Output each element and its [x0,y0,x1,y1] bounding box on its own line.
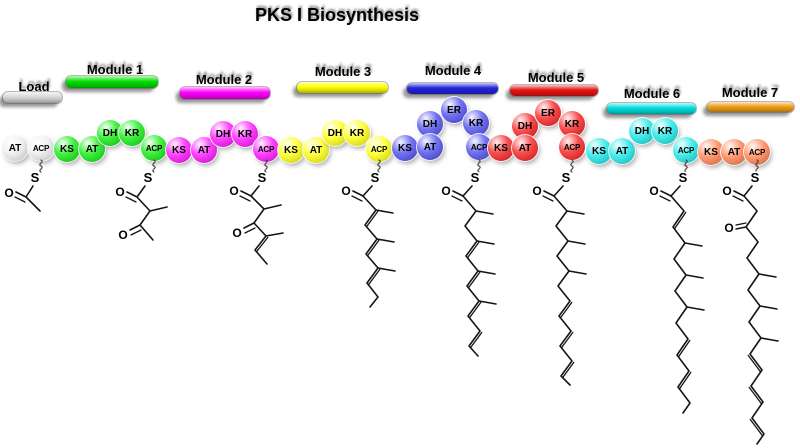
sulfur-label: S [258,170,267,185]
domain-kr-m6: KR [652,118,678,144]
domain-er-m4: ER [441,97,467,123]
oxygen-label: O [118,228,127,242]
module-label-3: Module 3 [314,64,372,79]
domain-dh-m1: DH [97,120,123,146]
chain-module-5: S O [531,168,587,386]
diagram-title: PKS I Biosynthesis [254,5,420,25]
chain-module-7: S O O [721,168,779,445]
module-bar-3 [297,82,388,93]
sulfur-label: S [371,170,380,185]
module-bar-load [3,92,62,103]
module-bar-4 [407,83,498,94]
domain-kr-m1: KR [119,120,145,146]
oxygen-label: O [4,186,13,200]
domain-ks-m3: KS [278,137,304,163]
domain-kr-m4: KR [463,110,489,136]
oxygen-label: O [229,184,238,198]
module-bar-1 [66,76,158,88]
domain-ks-m5: KS [488,135,514,161]
oxygen-label: O [441,184,450,198]
domain-at-m5: AT [512,135,538,161]
domain-at-m1: AT [79,136,105,162]
domain-dh-m6: DH [629,118,655,144]
domain-acp-m4: ACP [466,134,492,160]
domain-at-m6: AT [609,138,635,164]
domain-er-m5: ER [535,100,561,126]
oxygen-label: O [724,221,733,235]
module-bar-2 [180,87,270,99]
domain-ks-m7: KS [698,139,724,165]
domain-ks-m1: KS [54,136,80,162]
module-label-7: Module 7 [721,85,779,100]
sulfur-label: S [471,170,480,185]
chain-module-2: S O O [228,168,284,265]
module-label-4: Module 4 [424,63,482,78]
domain-at-load: AT [2,135,28,161]
oxygen-label: O [232,226,241,240]
oxygen-label: O [115,185,124,199]
module-label-1: Module 1 [86,62,144,77]
sulfur-label: S [751,170,760,185]
chain-load: S O [3,168,41,212]
domain-dh-m5: DH [512,113,538,139]
chain-module-3: S O [340,168,396,308]
module-bar-7 [707,102,794,112]
sulfur-label: S [144,170,153,185]
domain-at-m7: AT [721,139,747,165]
domain-acp-m5: ACP [559,134,585,160]
domain-kr-m5: KR [559,111,585,137]
oxygen-label: O [649,184,658,198]
domain-ks-m6: KS [586,138,612,164]
oxygen-label: O [341,184,350,198]
phosphopantetheine-arms [39,159,759,173]
domain-dh-m2: DH [210,121,236,147]
domain-acp-m2: ACP [253,136,279,162]
module-label-6: Module 6 [623,86,681,101]
module-bar-5 [510,85,598,96]
oxygen-label: O [722,184,731,198]
chain-module-1: S O O [114,168,168,244]
domain-ks-m2: KS [166,137,192,163]
domain-acp-m6: ACP [673,137,699,163]
sulfur-label: S [31,170,40,185]
domain-dh-m4: DH [417,111,443,137]
domain-at-m4: AT [417,134,443,160]
domain-acp-m7: ACP [744,139,770,165]
chain-module-4: S O [440,168,497,357]
sulfur-label: S [679,170,688,185]
module-label-2: Module 2 [195,72,253,87]
chain-module-6: S O [648,168,705,414]
domain-acp-m1: ACP [141,135,167,161]
oxygen-label: O [532,184,541,198]
sulfur-label: S [562,170,571,185]
domain-acp-m3: ACP [366,136,392,162]
module-label-5: Module 5 [527,70,585,85]
domain-dh-m3: DH [322,120,348,146]
domain-acp-load: ACP [28,135,54,161]
module-bar-6 [607,103,696,114]
module-label-load: Load [18,79,50,94]
domain-kr-m3: KR [344,120,370,146]
domain-ks-m4: KS [392,135,418,161]
